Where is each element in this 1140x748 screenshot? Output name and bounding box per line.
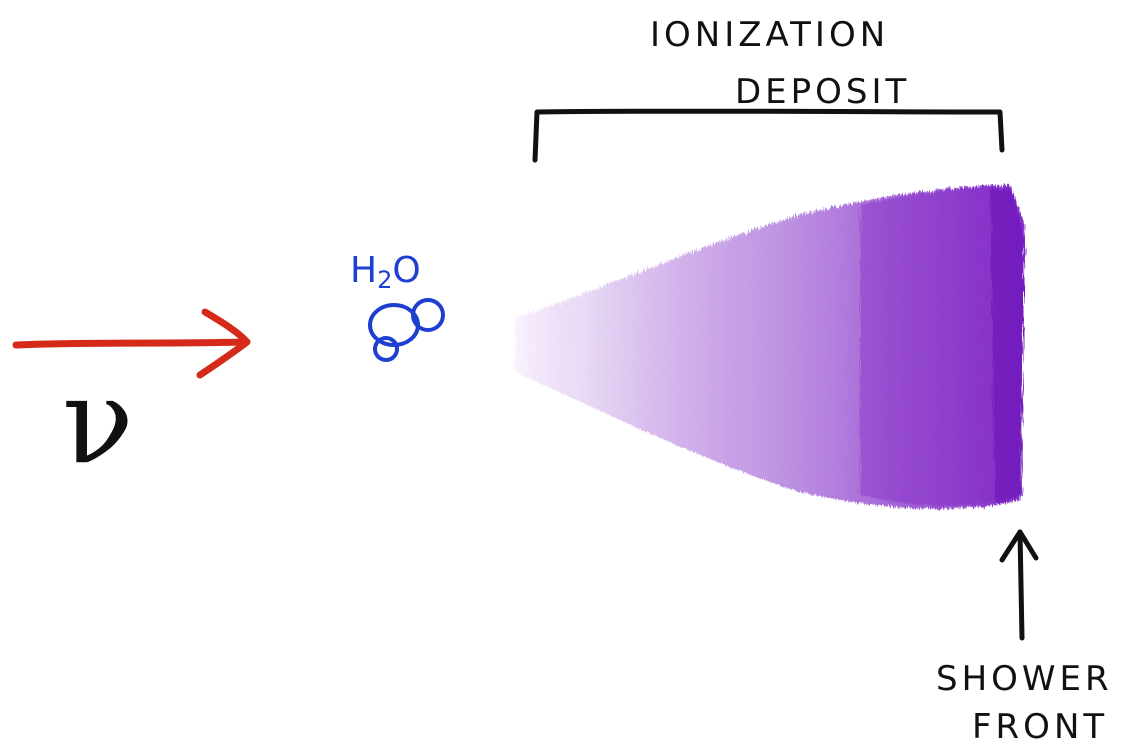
ionization-label: IONIZATION bbox=[650, 15, 889, 55]
bracket-icon bbox=[532, 108, 1005, 163]
molecule-icon bbox=[368, 298, 445, 362]
ionization-deposit-shading bbox=[515, 185, 1025, 509]
water-formula-o: O bbox=[392, 250, 420, 291]
up-arrow-icon bbox=[999, 529, 1039, 641]
neutrino-symbol: ν bbox=[62, 352, 134, 490]
deposit-label: DEPOSIT bbox=[735, 72, 910, 112]
water-formula-h: H bbox=[350, 250, 377, 291]
water-formula: H2O bbox=[350, 250, 421, 294]
front-label: FRONT bbox=[972, 707, 1108, 747]
right-arrow-icon bbox=[12, 308, 251, 379]
water-formula-sub: 2 bbox=[377, 266, 392, 294]
shower-label: SHOWER bbox=[936, 659, 1113, 699]
